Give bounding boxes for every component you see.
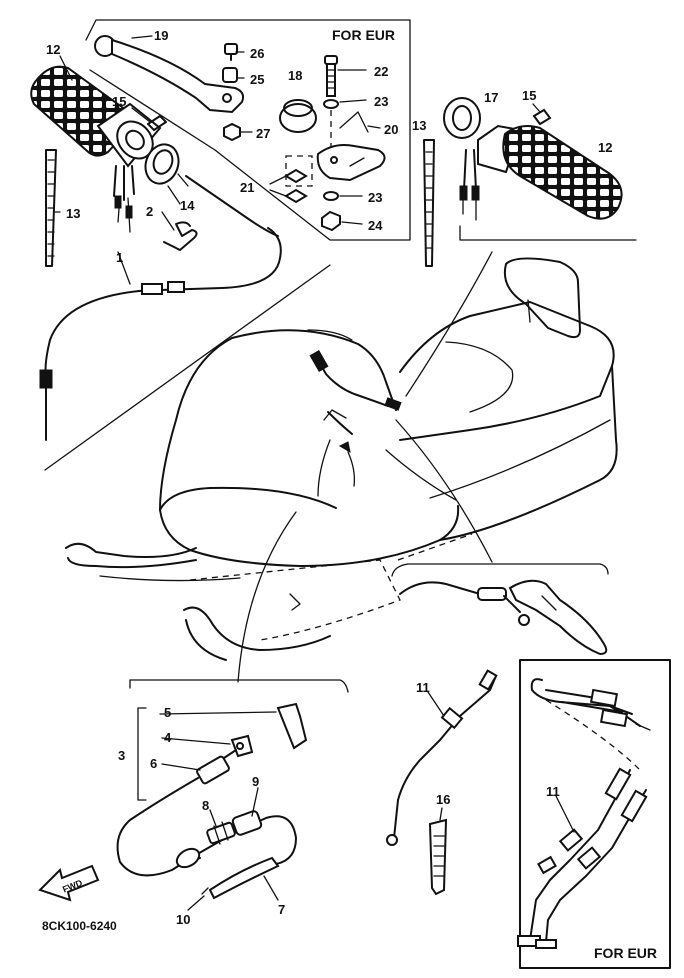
callout-26: 26 xyxy=(250,46,264,61)
callout-10: 10 xyxy=(176,912,190,927)
screw-15-right xyxy=(532,103,552,126)
switch-21 xyxy=(269,155,313,204)
callout-23-lower: 23 xyxy=(368,190,382,205)
part-code: 8CK100-6240 xyxy=(42,919,117,933)
for-eur-label-top: FOR EUR xyxy=(332,27,395,43)
callout-11-lower: 11 xyxy=(546,784,560,799)
callout-15-right: 15 xyxy=(522,88,536,103)
snowmobile-body xyxy=(65,251,618,683)
callout-21: 21 xyxy=(240,180,254,195)
bracket-20 xyxy=(316,111,386,182)
top-right-detail xyxy=(423,97,637,267)
throttle-cable-11 xyxy=(386,669,498,846)
callout-labels: FOR EUR FOR EUR 8CK100-6240 FWD 1 2 3 4 … xyxy=(42,27,657,961)
fwd-arrow-icon xyxy=(38,864,100,902)
callout-11-upper: 11 xyxy=(416,680,430,695)
callout-13-right: 13 xyxy=(412,118,426,133)
throttle-lever-detail xyxy=(391,563,609,656)
callout-18: 18 xyxy=(288,68,302,83)
collar-25 xyxy=(222,67,238,83)
band-16 xyxy=(428,818,448,896)
collar-14 xyxy=(144,143,189,187)
callout-22: 22 xyxy=(374,64,388,79)
callout-17: 17 xyxy=(484,90,498,105)
callout-13-left: 13 xyxy=(66,206,80,221)
callout-leaders xyxy=(53,35,575,911)
callout-12-right: 12 xyxy=(598,140,612,155)
callout-27: 27 xyxy=(256,126,270,141)
left-grip xyxy=(30,65,162,233)
clip-2 xyxy=(163,221,198,251)
callout-14: 14 xyxy=(180,198,195,213)
callout-1: 1 xyxy=(116,250,123,265)
callout-16: 16 xyxy=(436,792,450,807)
bushing-18 xyxy=(279,99,317,133)
bolt-22 xyxy=(324,55,338,97)
ring-17 xyxy=(443,97,481,139)
callout-4: 4 xyxy=(164,730,172,745)
callout-24: 24 xyxy=(368,218,383,233)
callout-15-left: 15 xyxy=(112,94,126,109)
washer-23-upper xyxy=(323,99,339,109)
brake-lever-19 xyxy=(94,35,245,114)
callout-19: 19 xyxy=(154,28,168,43)
callout-8: 8 xyxy=(202,798,209,813)
callout-9: 9 xyxy=(252,774,259,789)
right-grip xyxy=(459,124,623,221)
callout-25: 25 xyxy=(250,72,264,87)
washer-23-lower xyxy=(323,191,339,201)
callout-12-left: 12 xyxy=(46,42,60,57)
cable-band-right xyxy=(423,139,435,267)
cable-band-left xyxy=(45,149,57,267)
bolt-26 xyxy=(224,43,238,61)
bottom-left-detail xyxy=(38,679,349,902)
callout-2: 2 xyxy=(146,204,153,219)
for-eur-box xyxy=(517,659,671,969)
callout-7: 7 xyxy=(278,902,285,917)
nut-24 xyxy=(321,210,341,232)
screw-15 xyxy=(131,107,167,131)
callout-6: 6 xyxy=(150,756,157,771)
brake-cable-1 xyxy=(39,175,282,441)
top-left-detail xyxy=(30,19,411,471)
callout-3: 3 xyxy=(118,748,125,763)
for-eur-label-bottom: FOR EUR xyxy=(594,945,657,961)
callout-23-upper: 23 xyxy=(374,94,388,109)
callout-5: 5 xyxy=(164,705,171,720)
callout-20: 20 xyxy=(384,122,398,137)
nut-27 xyxy=(223,122,241,142)
